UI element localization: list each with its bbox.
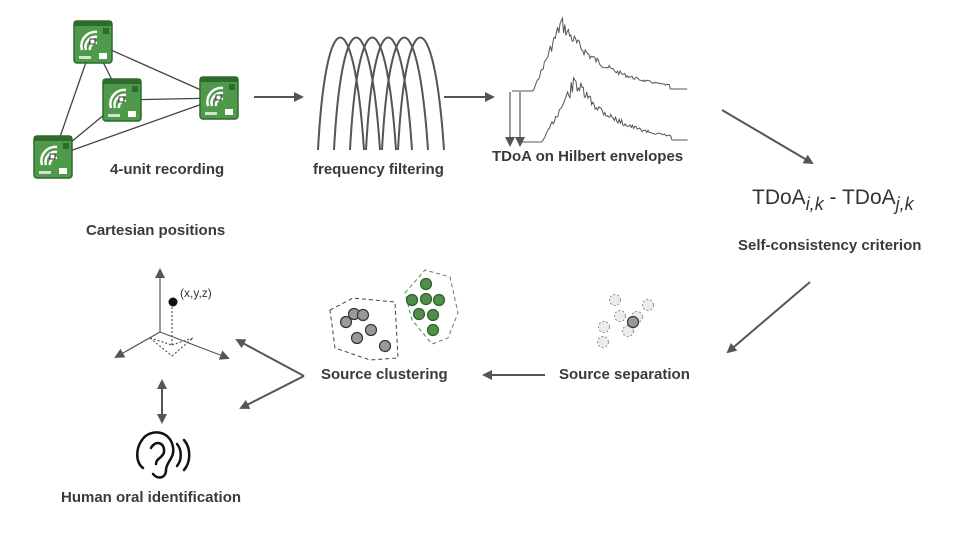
formula-left-sub: i,k [805, 194, 824, 214]
label-filtering: frequency filtering [313, 161, 444, 178]
recorder-network [32, 19, 240, 180]
hilbert-envelopes [505, 16, 688, 147]
split-arrows [235, 339, 305, 409]
label-clustering: Source clustering [321, 366, 448, 383]
formula-left: TDoA [752, 186, 806, 209]
label-separation: Source separation [559, 366, 690, 383]
label-human: Human oral identification [61, 489, 242, 506]
source-clusters [329, 269, 459, 361]
label-cartesian: Cartesian positions [86, 222, 226, 239]
formula-sep: - [823, 186, 842, 209]
label-recording: 4-unit recording [110, 161, 225, 178]
position-point-label: (x,y,z) [180, 286, 212, 300]
filter-bank [317, 36, 445, 151]
axes-3d-icon [114, 268, 230, 360]
arrow-criterion-to-separation [726, 281, 811, 354]
arrow-tdoa-to-criterion [721, 109, 814, 165]
ear-icon [136, 431, 191, 479]
label-tdoa: TDoA on Hilbert envelopes [492, 148, 684, 165]
formula-tdoa-difference: TDoAi,k - TDoAj,k [752, 186, 914, 215]
label-criterion: Self-consistency criterion [738, 237, 922, 254]
separated-sources [597, 294, 654, 348]
selected-source [626, 315, 640, 329]
formula-right-sub: j,k [895, 194, 914, 214]
position-point [168, 297, 178, 307]
formula-right: TDoA [841, 186, 896, 209]
